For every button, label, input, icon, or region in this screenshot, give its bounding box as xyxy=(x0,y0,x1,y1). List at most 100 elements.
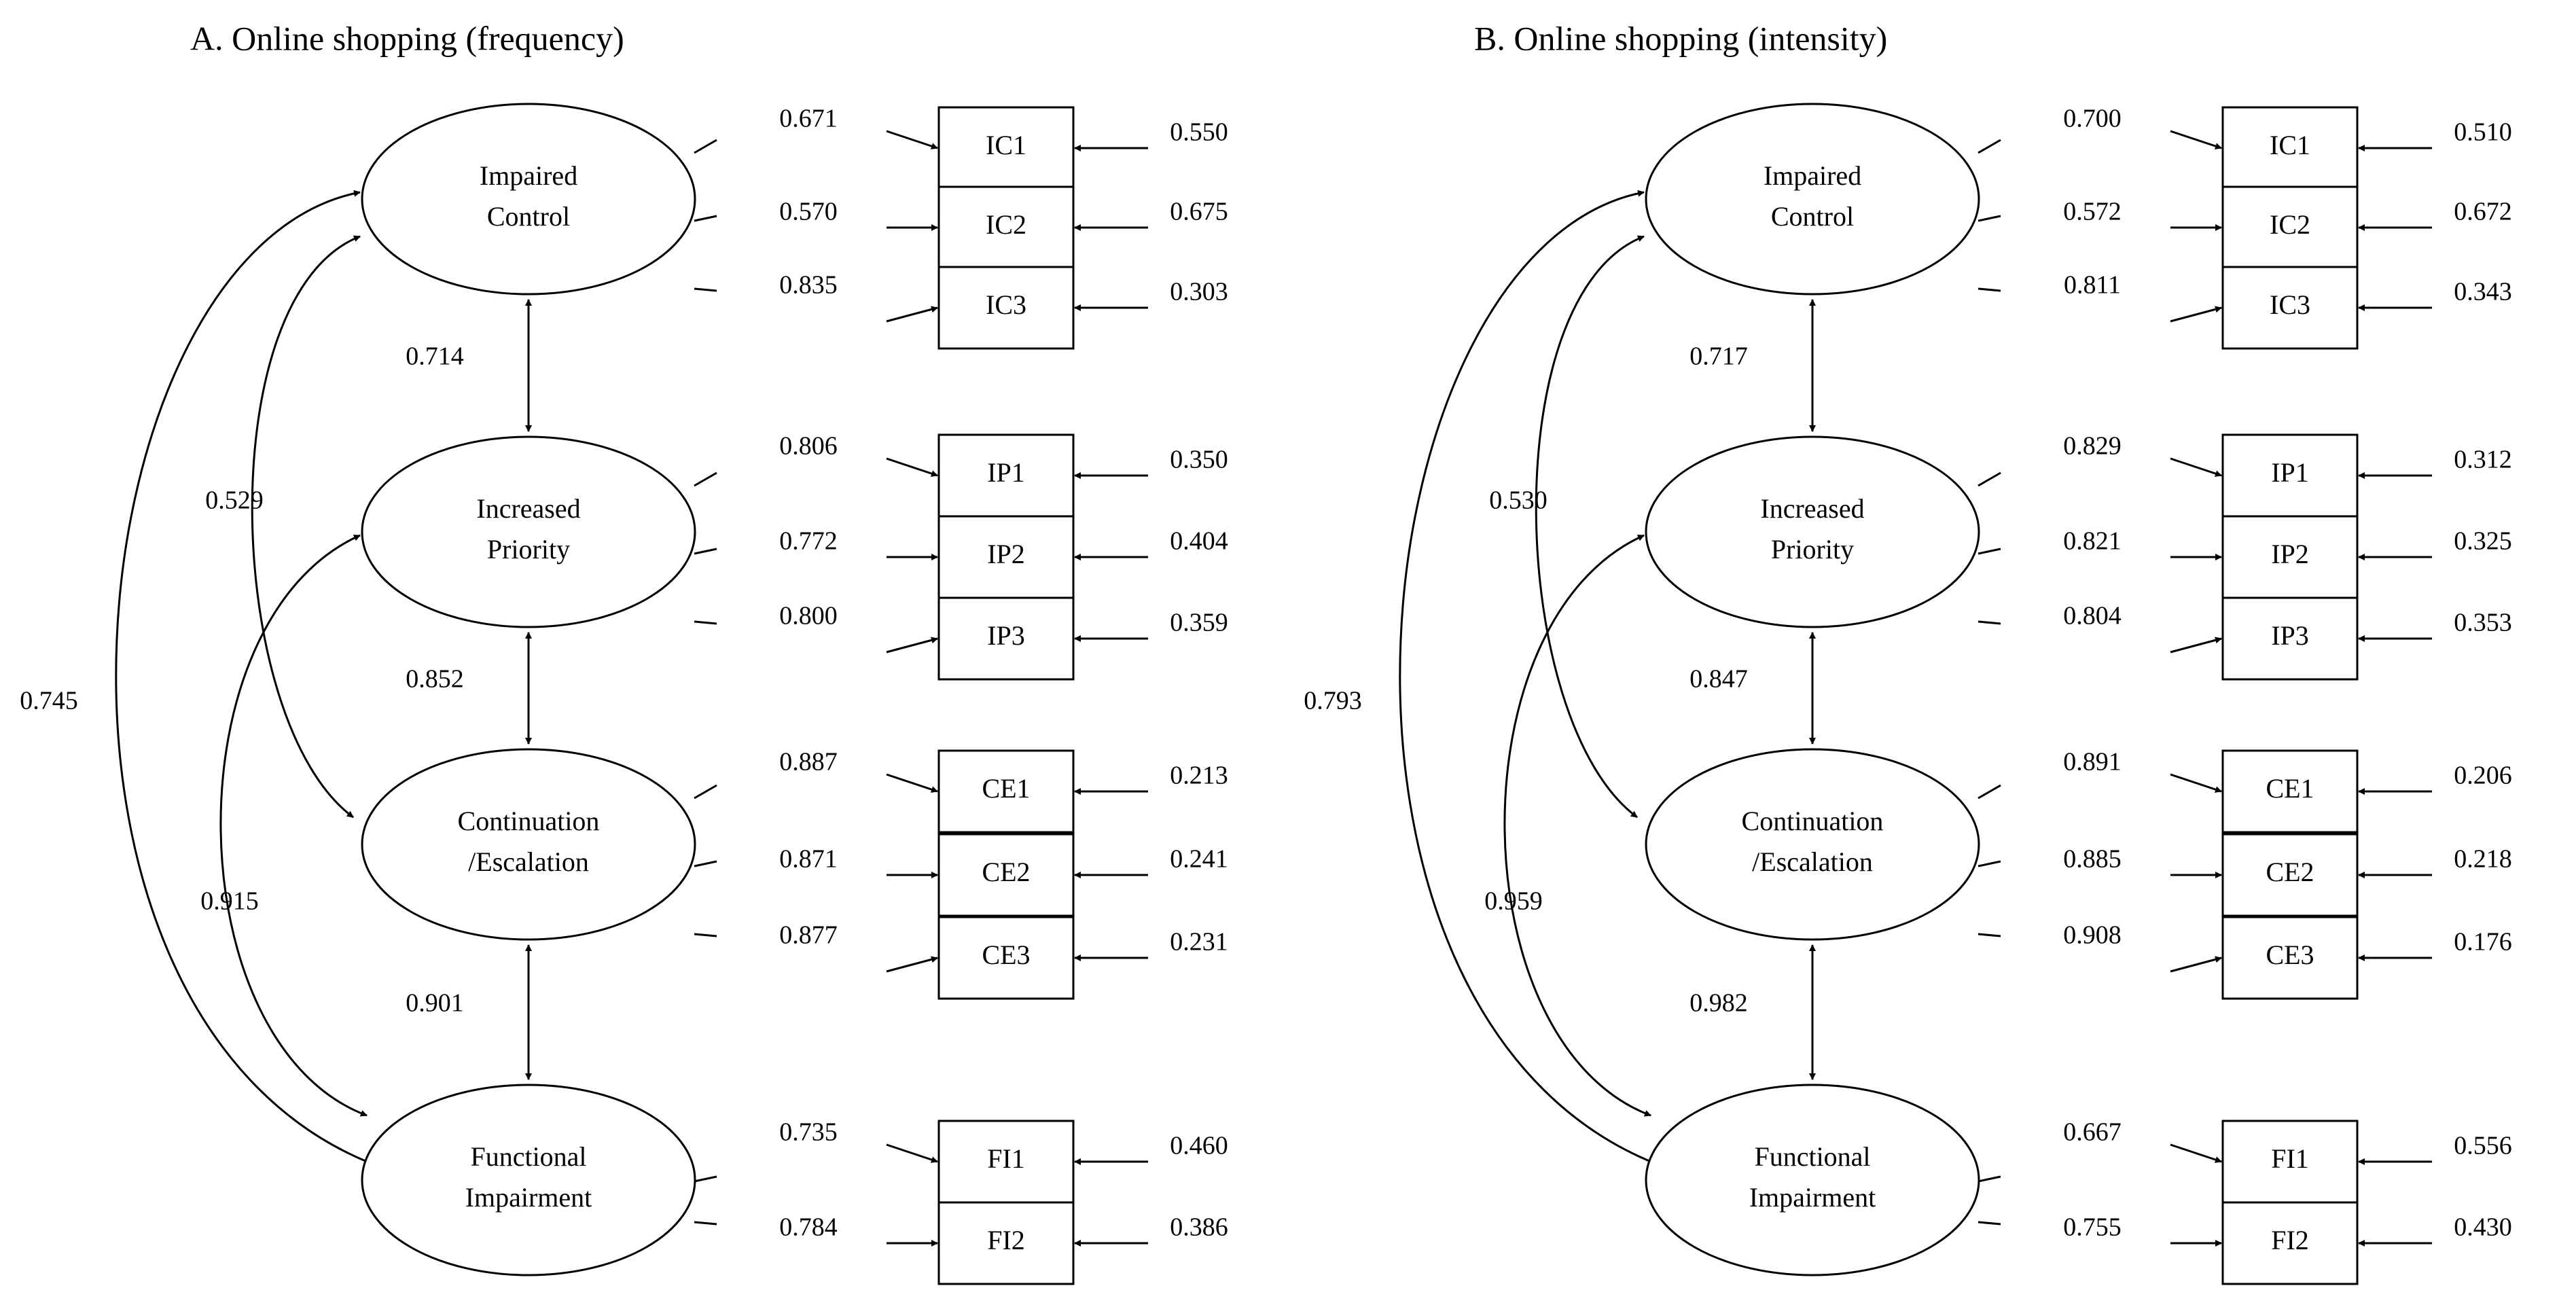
edge-tick-1 xyxy=(1978,471,2001,487)
adjacent-correlation-value-1: 0.714 xyxy=(406,342,464,371)
factor-label-line1: Impaired xyxy=(480,160,577,191)
factor-label-line2: Control xyxy=(1771,201,1854,232)
loading-value: 0.877 xyxy=(779,921,838,950)
edge-tick-1 xyxy=(694,139,717,154)
indicator-box xyxy=(2221,106,2359,190)
edge-tick-2 xyxy=(694,1221,717,1226)
loading-arrow xyxy=(2170,773,2222,793)
indicator-label: CE1 xyxy=(982,773,1030,804)
error-value: 0.386 xyxy=(1170,1213,1228,1242)
loading-value: 0.887 xyxy=(779,748,838,776)
indicator-label: IP1 xyxy=(2271,457,2309,488)
indicator-box xyxy=(937,515,1075,599)
factor-label-line1: Functional xyxy=(1754,1141,1870,1172)
correlation-value-ic-ce: 0.530 xyxy=(1489,486,1548,515)
indicator-box xyxy=(937,1201,1075,1285)
indicator-label: IC2 xyxy=(2270,209,2310,240)
factor-label-line2: /Escalation xyxy=(1752,846,1873,877)
indicator-box xyxy=(2221,266,2359,350)
indicator-label: FI1 xyxy=(2271,1143,2309,1174)
loading-value: 0.908 xyxy=(2063,921,2122,950)
error-value: 0.430 xyxy=(2454,1213,2512,1242)
edge-tick-2 xyxy=(694,215,717,222)
loading-value: 0.700 xyxy=(2063,105,2122,133)
edge-tick-3 xyxy=(1978,287,2001,292)
indicator-label: IP3 xyxy=(987,620,1025,651)
loading-arrow xyxy=(2170,956,2222,973)
indicator-label: CE1 xyxy=(2266,773,2314,804)
indicator-box xyxy=(2221,833,2359,917)
adjacent-correlation-value-2: 0.852 xyxy=(406,665,464,694)
error-value: 0.350 xyxy=(1170,446,1228,474)
correlation-value-ic-ce: 0.529 xyxy=(205,486,264,515)
latent-factor-ellipse xyxy=(361,435,696,628)
indicator-box xyxy=(937,185,1075,270)
error-value: 0.556 xyxy=(2454,1132,2512,1160)
edge-tick-2 xyxy=(1978,860,2001,868)
correlation-value-ip-fi: 0.915 xyxy=(200,887,259,916)
latent-factor-ellipse xyxy=(1645,1084,1980,1276)
factor-label-line2: Impairment xyxy=(465,1182,592,1213)
loading-value: 0.829 xyxy=(2063,432,2122,461)
correlation-curve-ic-fi xyxy=(115,190,371,1164)
error-value: 0.460 xyxy=(1170,1132,1228,1160)
loading-value: 0.572 xyxy=(2063,198,2122,226)
loading-value: 0.806 xyxy=(779,432,838,461)
indicator-box xyxy=(2221,916,2359,1000)
latent-factor-ellipse xyxy=(1645,435,1980,628)
error-value: 0.176 xyxy=(2454,928,2512,957)
adjacent-correlation-value-2: 0.847 xyxy=(1689,665,1748,694)
loading-value: 0.821 xyxy=(2063,527,2122,556)
indicator-box xyxy=(937,833,1075,917)
indicator-label: IC2 xyxy=(986,209,1026,240)
indicator-label: FI2 xyxy=(2271,1225,2309,1255)
loading-arrow xyxy=(886,637,938,654)
error-value: 0.510 xyxy=(2454,118,2512,147)
edge-tick-1 xyxy=(1978,784,2001,800)
indicator-label: IP2 xyxy=(2271,539,2309,569)
adjacent-correlation-value-3: 0.982 xyxy=(1689,989,1748,1018)
factor-label-line2: /Escalation xyxy=(468,846,589,877)
latent-factor-ellipse xyxy=(361,748,696,941)
loading-value: 0.735 xyxy=(779,1118,838,1147)
loading-value: 0.671 xyxy=(779,105,838,133)
adjacent-correlation-value-3: 0.901 xyxy=(406,989,464,1018)
indicator-label: IC1 xyxy=(986,130,1026,160)
loading-value: 0.800 xyxy=(779,602,838,630)
indicator-box xyxy=(2221,749,2359,834)
loading-arrow xyxy=(2170,637,2222,654)
factor-label-line2: Control xyxy=(487,201,570,232)
factor-label-line1: Continuation xyxy=(1742,806,1884,836)
factor-label-line2: Priority xyxy=(487,534,570,565)
correlation-value-ip-fi: 0.959 xyxy=(1484,887,1543,916)
indicator-box xyxy=(2221,515,2359,599)
latent-factor-ellipse xyxy=(1645,103,1980,296)
edge-tick-3 xyxy=(694,620,717,625)
loading-value: 0.891 xyxy=(2063,748,2122,776)
error-value: 0.213 xyxy=(1170,762,1228,790)
loading-arrow xyxy=(2170,1143,2222,1163)
factor-label-line2: Impairment xyxy=(1749,1182,1876,1213)
loading-value: 0.772 xyxy=(779,527,838,556)
indicator-box xyxy=(937,266,1075,350)
adjacent-correlation-value-1: 0.717 xyxy=(1689,342,1748,371)
indicator-ce1: CE1 0.887 0.213 xyxy=(779,748,1228,834)
indicator-label: CE3 xyxy=(982,940,1030,970)
edge-tick-2 xyxy=(1978,215,2001,222)
edge-tick-1 xyxy=(1978,139,2001,154)
edge-tick-3 xyxy=(694,287,717,292)
